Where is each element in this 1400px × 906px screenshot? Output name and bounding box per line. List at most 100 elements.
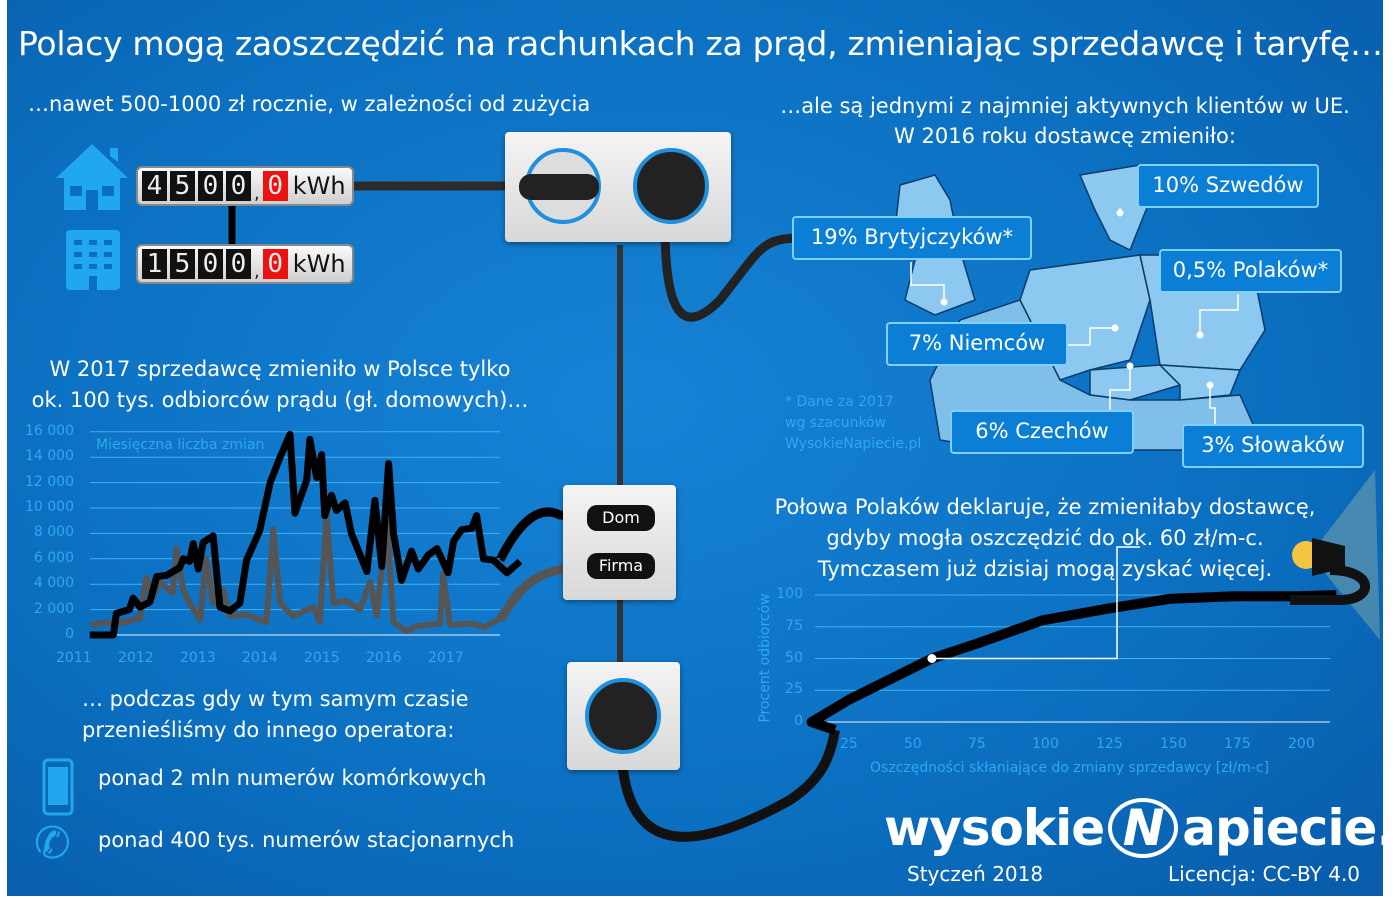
chart1-series	[89, 430, 523, 639]
map-label-germany: 7% Niemców	[886, 322, 1068, 366]
y-tick-label: 4 000	[33, 575, 74, 592]
series-curve	[806, 590, 1337, 735]
series-dom	[89, 430, 523, 639]
meter-unit: kWh	[292, 172, 346, 200]
y-tick-label: 16 000	[25, 422, 74, 439]
x-tick-label: 2017	[428, 650, 464, 666]
meter-unit: kWh	[292, 250, 346, 278]
heading-line: ok. 100 tys. odbiorców prądu (gł. domowy…	[31, 388, 529, 412]
double-socket	[505, 132, 731, 242]
eu-heading-line: …ale są jednymi z najmniej aktywnych kli…	[780, 94, 1350, 118]
chart2-x-label: Oszczędności skłaniające do zmiany sprze…	[870, 760, 1270, 776]
map-label-poland: 0,5% Polaków*	[1159, 249, 1342, 293]
chart1-heading: W 2017 sprzedawcę zmieniło w Polsce tylk…	[20, 354, 540, 416]
plug-label-dom: Dom	[587, 505, 655, 531]
y-tick-label: 100	[776, 586, 803, 602]
footnote-line: wg szacunków	[785, 415, 887, 431]
plug-icon	[633, 148, 709, 224]
chart1-title: Miesięczna liczba zmian	[96, 437, 265, 453]
map-czechia	[1089, 364, 1182, 401]
telecom-landline: ponad 400 tys. numerów stacjonarnych	[98, 828, 515, 852]
x-tick-label: 2015	[304, 650, 340, 666]
plug-label-firma: Firma	[587, 553, 655, 579]
heading-line: gdyby mogła oszczędzić do ok. 60 zł/m-c.	[826, 526, 1264, 550]
y-tick-label: 8 000	[33, 524, 74, 541]
meter-digit: 0	[198, 249, 223, 279]
chart2-heading: Połowa Polaków deklaruje, że zmieniłaby …	[760, 492, 1330, 585]
y-tick-label: 12 000	[25, 473, 74, 490]
meter-digit: 0	[226, 249, 251, 279]
heading-line: przenieśliśmy do innego operatora:	[82, 718, 455, 742]
socket-with-plug-icon	[519, 148, 601, 224]
map-label-uk: 19% Brytyjczyków*	[792, 216, 1032, 260]
bottom-cable	[617, 729, 840, 842]
date: Styczeń 2018	[907, 862, 1044, 886]
x-tick-label: 50	[904, 736, 922, 752]
brand-left: wysokie	[884, 799, 1105, 857]
x-tick-label: 2011	[56, 650, 92, 666]
chart2-y-label: Procent odbiorców	[757, 593, 773, 723]
savings-heading: …nawet 500-1000 zł rocznie, w zależności…	[28, 92, 591, 116]
x-tick-label: 150	[1160, 736, 1187, 752]
annotation-line	[931, 546, 1140, 660]
x-tick-label: 100	[1032, 736, 1059, 752]
y-tick-label: 0	[794, 713, 803, 729]
meter-separator: ,	[254, 260, 260, 282]
bottom-socket	[567, 662, 680, 770]
meter-digit: 4	[142, 171, 167, 201]
plug-icon	[585, 678, 661, 754]
x-tick-label: 2014	[242, 650, 278, 666]
x-tick-label: 175	[1224, 736, 1251, 752]
x-tick-label: 2012	[118, 650, 154, 666]
page-title: Polacy mogą zaoszczędzić na rachunkach z…	[18, 24, 1383, 63]
landline-phone-icon: ✆	[34, 818, 71, 869]
heading-line: … podczas gdy w tym samym czasie	[82, 687, 469, 711]
y-tick-label: 50	[785, 649, 803, 666]
map-label-sweden: 10% Szwedów	[1137, 164, 1319, 208]
meter-digit: 0	[198, 171, 223, 201]
brand-logo-icon: N	[1108, 798, 1179, 858]
y-tick-label: 6 000	[33, 549, 74, 566]
y-tick-label: 2 000	[33, 600, 74, 617]
x-tick-label: 200	[1288, 736, 1315, 752]
house-icon	[56, 144, 128, 210]
y-tick-label: 0	[65, 626, 74, 642]
x-tick-label: 125	[1096, 736, 1123, 752]
meter-separator: ,	[254, 182, 260, 204]
meter-digit: 5	[170, 249, 195, 279]
y-tick-label: 25	[785, 681, 803, 698]
meter-digit: 1	[142, 249, 167, 279]
map-label-czechia: 6% Czechów	[950, 410, 1134, 454]
license: Licencja: CC-BY 4.0	[1168, 862, 1361, 886]
brand-right: apiecie.pl	[1182, 799, 1400, 857]
x-tick-label: 25	[840, 736, 858, 752]
chart1-gridlines	[90, 431, 500, 636]
series-firma	[89, 511, 523, 635]
meter-decimal: 0	[262, 249, 288, 279]
y-tick-label: 10 000	[25, 499, 74, 515]
chart2-series	[806, 546, 1337, 735]
splitter-socket: Dom Firma	[563, 485, 676, 600]
heading-line: Tymczasem już dzisiaj mogą zyskać więcej…	[817, 557, 1273, 581]
heading-line: Połowa Polaków deklaruje, że zmieniłaby …	[774, 495, 1316, 519]
meter-digit: 5	[170, 171, 195, 201]
eu-heading: …ale są jednymi z najmniej aktywnych kli…	[770, 94, 1360, 148]
y-tick-label: 75	[785, 617, 803, 634]
footnote-line: WysokieNapiecie.pl	[785, 436, 922, 452]
footnote-line: * Dane za 2017	[785, 394, 894, 410]
mobile-phone-icon	[42, 758, 74, 816]
highlight-point	[927, 654, 937, 663]
x-tick-label: 2016	[366, 650, 402, 666]
y-tick-label: 14 000	[25, 448, 74, 465]
heading-line: W 2017 sprzedawcę zmieniło w Polsce tylk…	[49, 357, 511, 381]
map-label-slovakia: 3% Słowaków	[1182, 424, 1364, 468]
meter-digit: 0	[226, 171, 251, 201]
eu-heading-line: W 2016 roku dostawcę zmieniło:	[894, 124, 1236, 148]
x-tick-label: 2013	[180, 650, 216, 666]
dom-cable	[495, 507, 591, 563]
plug-icon	[1312, 538, 1345, 576]
